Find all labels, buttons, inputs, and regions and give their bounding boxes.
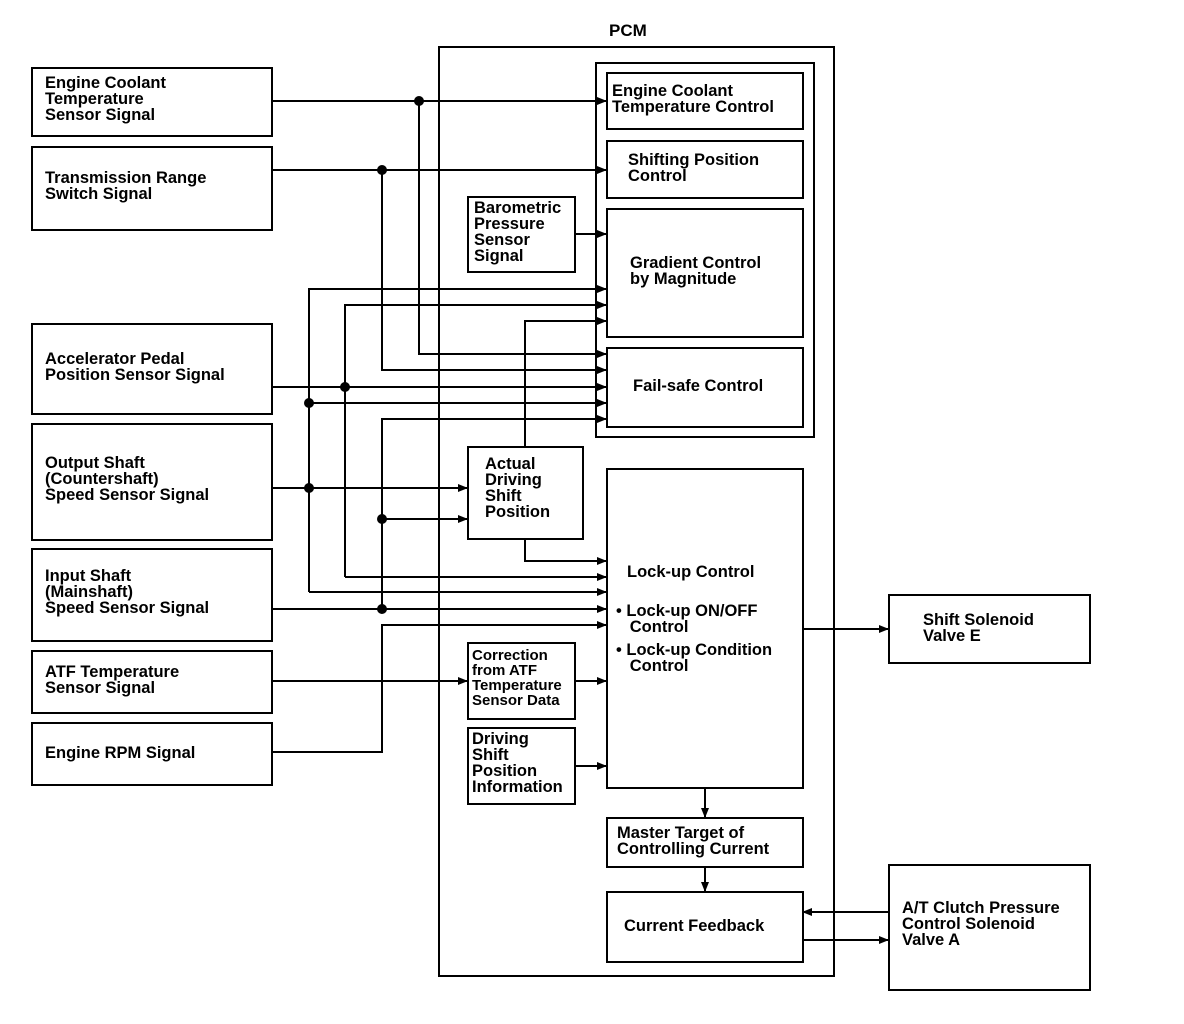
input-ect-sensor: Engine Coolant Temperature Sensor Signal [31,67,273,137]
input-ect-label: Engine Coolant Temperature Sensor Signal [45,74,166,124]
fail-label: Fail-safe Control [633,377,764,395]
wire-rpm-to-lockup [272,621,607,753]
wire-app-bus [344,301,607,577]
control-group-box [595,62,815,438]
atf-correction-box: Correction from ATF Temperature Sensor D… [467,642,576,720]
shift-solenoid-e-box: Shift Solenoid Valve E [888,594,1091,664]
junction-dot [414,96,424,106]
junction-dot [377,604,387,614]
failsafe-control-box: Fail-safe Control [606,347,804,428]
solA-label: A/T Clutch Pressure Control Solenoid Val… [902,899,1060,949]
ectc-label: Engine Coolant Temperature Control [612,82,774,116]
lockup-control-box: Lock-up Control • Lock-up ON/OFF Control… [606,468,804,789]
wire-ect-bus [418,101,607,358]
pcm-box [438,46,835,977]
input-engine-rpm: Engine RPM Signal [31,722,273,786]
gradient-control-box: Gradient Control by Magnitude [606,208,804,338]
input-app-label: Accelerator Pedal Position Sensor Signal [45,350,225,384]
pcm-title: PCM [609,21,647,40]
solE-label: Shift Solenoid Valve E [923,611,1034,645]
grad-label: Gradient Control by Magnitude [630,254,762,288]
adsp-label: Actual Driving Shift Position [485,455,551,521]
junction-dot [377,514,387,524]
master-target-box: Master Target of Controlling Current [606,817,804,868]
spc-label: Shifting Position Control [628,151,760,185]
wire-adsp-to-grad [524,317,607,446]
input-trans-range-switch: Transmission Range Switch Signal [31,146,273,231]
input-oss-label: Output Shaft (Countershaft) Speed Sensor… [45,454,210,504]
junction-dot [340,382,350,392]
lockup-condition-label: • Lock-up Condition Control [616,641,773,675]
input-trs-label: Transmission Range Switch Signal [45,169,207,203]
shift-position-info-box: Driving Shift Position Information [467,727,576,805]
input-output-shaft-sensor: Output Shaft (Countershaft) Speed Sensor… [31,423,273,541]
feedback-label: Current Feedback [624,917,765,935]
dspi-label: Driving Shift Position Information [472,730,563,796]
junction-dot [304,483,314,493]
actual-shift-position-box: Actual Driving Shift Position [467,446,584,540]
wire-adsp-to-lockup [524,539,607,565]
input-atf-temp-sensor: ATF Temperature Sensor Signal [31,650,273,714]
shifting-position-control-box: Shifting Position Control [606,140,804,199]
lockup-onoff-label: • Lock-up ON/OFF Control [616,602,758,636]
corr-label: Correction from ATF Temperature Sensor D… [472,647,562,709]
input-rpm-label: Engine RPM Signal [45,744,196,762]
master-label: Master Target of Controlling Current [617,824,770,858]
lockup-label: Lock-up Control [627,563,755,581]
input-input-shaft-sensor: Input Shaft (Mainshaft) Speed Sensor Sig… [31,548,273,642]
junction-dot [304,398,314,408]
baro-pressure-box: Barometric Pressure Sensor Signal [467,196,576,273]
baro-label: Barometric Pressure Sensor Signal [474,199,562,265]
input-iss-label: Input Shaft (Mainshaft) Speed Sensor Sig… [45,567,210,617]
clutch-pressure-solenoid-a-box: A/T Clutch Pressure Control Solenoid Val… [888,864,1091,991]
input-atf-label: ATF Temperature Sensor Signal [45,663,180,697]
junction-dot [377,165,387,175]
wire-trs-bus [381,170,607,374]
current-feedback-box: Current Feedback [606,891,804,963]
wire-iss-to-fail [381,415,607,609]
ect-control-box: Engine Coolant Temperature Control [606,72,804,130]
input-accel-pedal-sensor: Accelerator Pedal Position Sensor Signal [31,323,273,415]
